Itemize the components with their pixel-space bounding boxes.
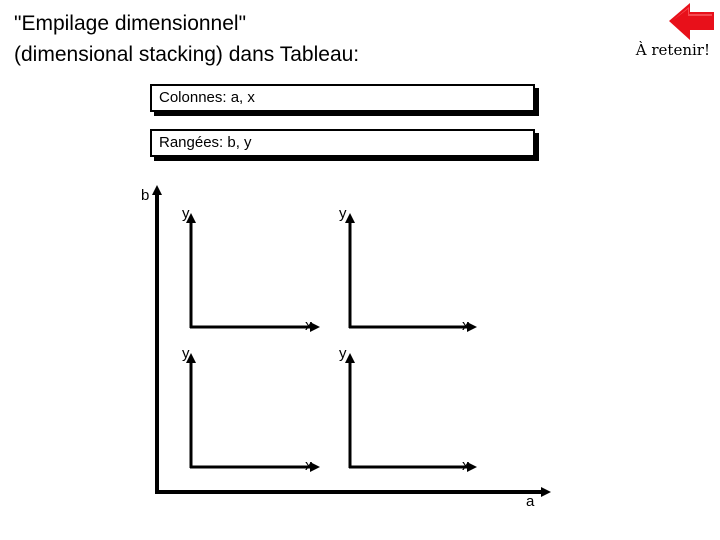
cell-1-x-label: x xyxy=(305,317,313,334)
cell-2-y-label: y xyxy=(339,205,347,222)
cell-bottom-right xyxy=(345,353,477,472)
reminder-label: À retenir! xyxy=(635,41,710,59)
cell-3-y-label: y xyxy=(182,345,190,362)
rows-box: Rangées: b, y xyxy=(150,129,535,157)
outer-y-label: b xyxy=(141,187,150,204)
page-title: "Empilage dimensionnel" (dimensional sta… xyxy=(14,8,359,70)
cell-top-right xyxy=(345,213,477,332)
cell-4-x-label: x xyxy=(462,457,470,474)
columns-label: Colonnes: a, x xyxy=(159,89,255,106)
title-line-1: "Empilage dimensionnel" xyxy=(14,12,247,35)
cell-2-x-label: x xyxy=(462,317,470,334)
cell-4-y-label: y xyxy=(339,345,347,362)
rows-label: Rangées: b, y xyxy=(159,134,252,151)
title-line-2: (dimensional stacking) dans Tableau: xyxy=(14,43,360,66)
outer-axes xyxy=(152,185,551,497)
outer-x-label: a xyxy=(526,493,535,510)
cell-bottom-left xyxy=(186,353,320,472)
cell-top-left xyxy=(186,213,320,332)
cell-3-x-label: x xyxy=(305,457,313,474)
cell-1-y-label: y xyxy=(182,205,190,222)
reminder-link[interactable]: À retenir! xyxy=(598,0,720,70)
left-arrow-icon xyxy=(669,3,714,40)
columns-box: Colonnes: a, x xyxy=(150,84,535,112)
